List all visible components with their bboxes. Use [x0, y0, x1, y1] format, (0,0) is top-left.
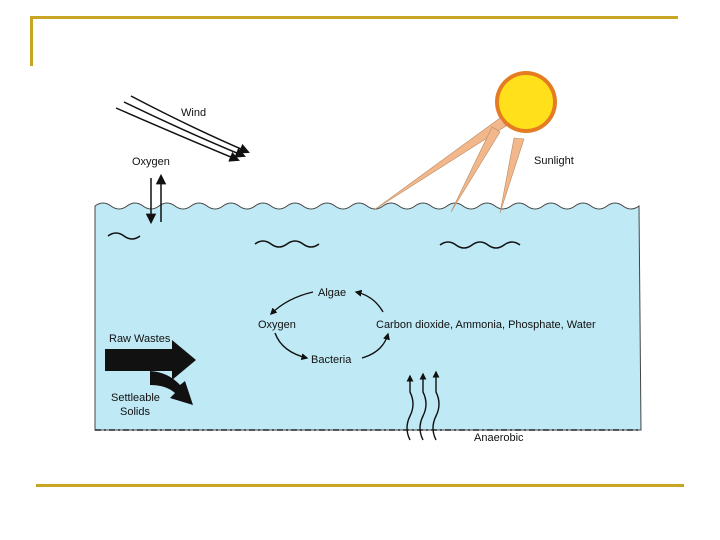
wavelet — [107, 232, 141, 240]
solids-label: Solids — [120, 406, 150, 418]
nutrients-label: Carbon dioxide, Ammonia, Phosphate, Wate… — [376, 319, 596, 331]
bacteria-label: Bacteria — [311, 354, 352, 366]
wavelet — [439, 241, 521, 249]
frame-left-rule — [30, 16, 33, 66]
anaerobic-label: Anaerobic — [474, 432, 524, 444]
oxygen-exchange-arrows — [145, 173, 167, 225]
frame-top-rule — [30, 16, 678, 19]
water-body — [94, 202, 642, 431]
wind-arrows-icon — [115, 95, 250, 162]
waste-arrow-icon — [105, 340, 196, 405]
sunlight-label: Sunlight — [534, 155, 574, 167]
cycle-oxygen-label: Oxygen — [258, 319, 296, 331]
nutrient-cycle-arrows — [270, 289, 390, 361]
sun-icon — [495, 71, 557, 133]
raw-wastes-label: Raw Wastes — [109, 333, 171, 345]
algae-label: Algae — [318, 287, 346, 299]
wind-label: Wind — [181, 107, 206, 119]
frame-bottom-rule — [36, 484, 684, 487]
wavelet — [254, 240, 320, 248]
anaerobic-gas-arrows — [406, 370, 440, 441]
oxygen-label: Oxygen — [132, 156, 170, 168]
settleable-label: Settleable — [111, 392, 160, 404]
sunlight-rays — [373, 117, 525, 214]
